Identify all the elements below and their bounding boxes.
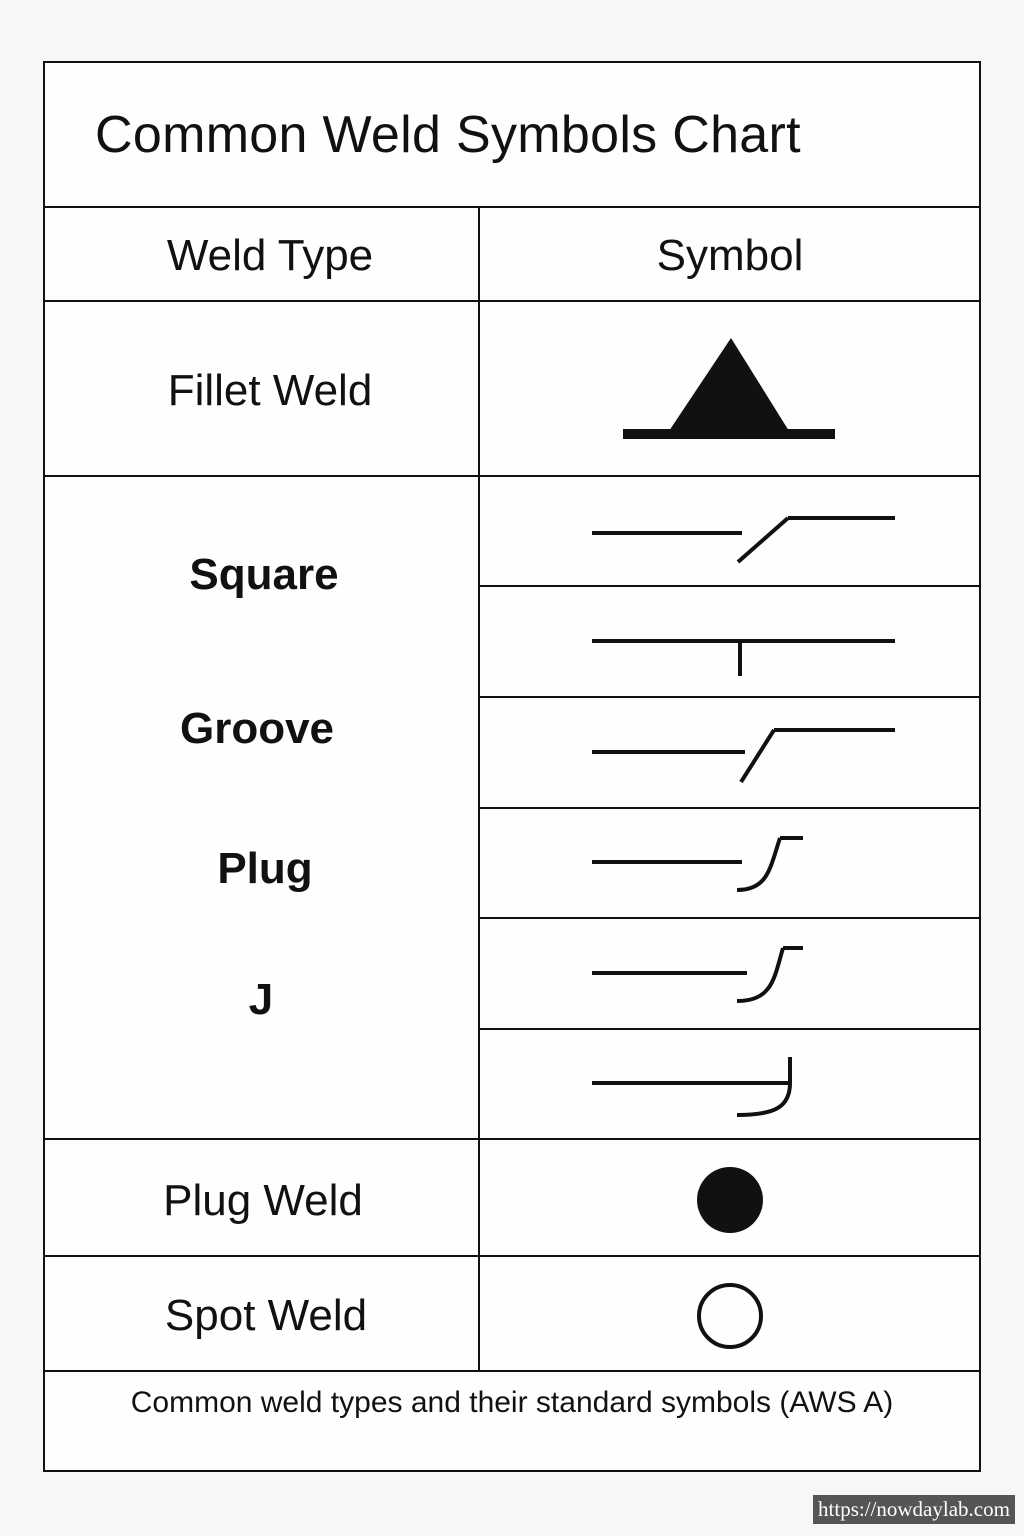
header-weld-type: Weld Type — [166, 231, 374, 280]
fillet-triangle-icon — [623, 338, 835, 439]
page-title: Common Weld Symbols Chart — [95, 106, 801, 164]
divider — [479, 585, 979, 587]
weld-symbols-chart: Common Weld Symbols Chart Weld Type Symb… — [43, 61, 981, 1472]
j-label: J — [248, 975, 274, 1024]
filled-circle-icon — [697, 1167, 763, 1233]
divider — [45, 1255, 979, 1257]
square-label: Square — [189, 550, 339, 599]
j-groove-icon — [592, 836, 803, 892]
spot-weld-label: Spot Weld — [164, 1291, 368, 1340]
divider — [45, 206, 979, 208]
column-divider — [478, 206, 480, 1372]
open-circle-icon — [697, 1283, 763, 1349]
v-groove-icon — [592, 728, 895, 784]
j-flare-icon — [592, 1057, 792, 1117]
divider — [45, 1370, 979, 1372]
bevel-groove-icon — [592, 516, 895, 564]
fillet-weld-label: Fillet Weld — [167, 366, 373, 415]
divider — [45, 1138, 979, 1140]
divider — [45, 475, 979, 477]
divider — [45, 300, 979, 302]
groove-label: Groove — [179, 704, 335, 753]
header-symbol: Symbol — [656, 231, 804, 280]
divider — [479, 807, 979, 809]
divider — [479, 1028, 979, 1030]
watermark: https://nowdaylab.com — [813, 1495, 1015, 1524]
divider — [479, 696, 979, 698]
plug-label: Plug — [217, 844, 313, 893]
j-groove-icon — [592, 946, 803, 1003]
plug-weld-label: Plug Weld — [163, 1176, 363, 1225]
square-groove-icon — [592, 639, 895, 676]
caption: Common weld types and their standard sym… — [130, 1386, 894, 1419]
divider — [479, 917, 979, 919]
